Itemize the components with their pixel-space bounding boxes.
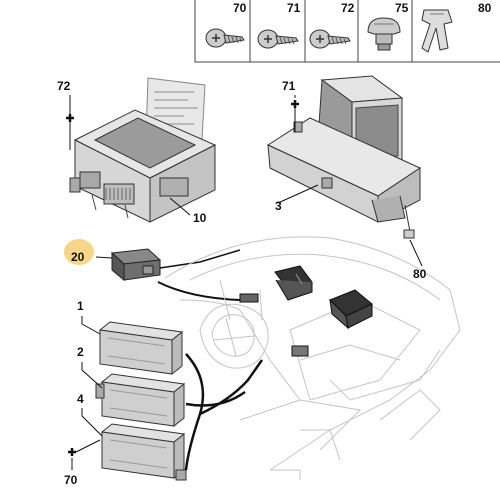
- display-3-drawing: [266, 75, 422, 239]
- callout-1: 1: [77, 299, 84, 313]
- clip-75-icon: [367, 17, 401, 51]
- part-number-70: 70: [233, 1, 247, 15]
- callout-2: 2: [77, 345, 84, 359]
- clip-80-icon: [421, 9, 453, 53]
- callout-71: 71: [282, 79, 296, 93]
- part-number-71: 71: [287, 1, 301, 15]
- callout-10: 10: [193, 211, 207, 225]
- callout-4: 4: [77, 392, 84, 406]
- callout-72: 72: [57, 79, 71, 93]
- dashboard-parts: [239, 265, 373, 357]
- screw-72-icon: [309, 29, 351, 49]
- module-2-drawing: [95, 373, 186, 428]
- screw-71-icon: [257, 29, 299, 49]
- highlight-marker: [64, 239, 94, 265]
- fastener-strip: [194, 0, 500, 63]
- callout-70: 70: [64, 473, 78, 487]
- part-number-72: 72: [341, 1, 355, 15]
- callout-80: 80: [413, 267, 427, 281]
- callout-3: 3: [275, 199, 282, 213]
- unit-10-drawing: [69, 77, 217, 223]
- part-number-75: 75: [395, 1, 409, 15]
- switch-20-drawing: [110, 248, 162, 282]
- module-1-drawing: [98, 321, 184, 376]
- module-4-drawing: [100, 423, 187, 481]
- callout-20: 20: [71, 250, 85, 264]
- part-number-80: 80: [478, 1, 492, 15]
- screw-70-icon: [205, 28, 245, 48]
